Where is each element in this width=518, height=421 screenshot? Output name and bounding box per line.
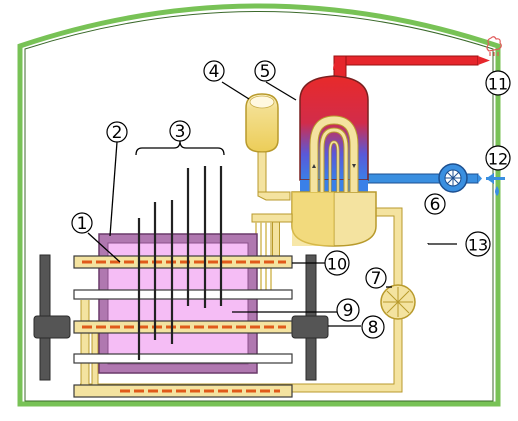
- svg-text:3: 3: [175, 122, 186, 142]
- label-5: 5: [254, 60, 276, 82]
- coolant-channels: [73, 255, 293, 398]
- absorber-rod-supports: [33, 254, 329, 381]
- svg-text:10: 10: [327, 255, 347, 274]
- control-rods: [137, 166, 223, 360]
- svg-text:8: 8: [368, 318, 379, 338]
- hot-steam-pipe: [342, 55, 479, 66]
- label-8: 8: [361, 315, 385, 339]
- label-10: 10: [324, 250, 350, 276]
- svg-text:12: 12: [488, 150, 508, 169]
- label-3: 3: [169, 120, 191, 142]
- feedwater-inlet-arrow: [478, 174, 482, 183]
- steam-icon: [486, 36, 502, 56]
- water-drop-icon: [495, 186, 499, 196]
- label-2: 2: [106, 121, 128, 143]
- svg-text:11: 11: [488, 75, 508, 94]
- svg-text:13: 13: [468, 236, 488, 255]
- svg-text:7: 7: [371, 269, 382, 289]
- label-13: 13: [465, 231, 491, 257]
- svg-text:5: 5: [260, 62, 271, 82]
- label-4: 4: [203, 60, 225, 82]
- label-9: 9: [336, 298, 360, 322]
- feedwater-pump: [438, 163, 468, 193]
- label-12: 12: [485, 145, 511, 171]
- pressurizer: [245, 93, 291, 201]
- steam-outlet-arrow: [478, 56, 490, 65]
- primary-coolant-pump: [380, 284, 416, 320]
- svg-text:1: 1: [77, 214, 88, 234]
- svg-text:4: 4: [209, 62, 220, 82]
- reactor-core: [98, 233, 258, 374]
- svg-text:9: 9: [343, 301, 354, 321]
- svg-text:6: 6: [430, 195, 441, 215]
- label-11: 11: [485, 70, 511, 96]
- label-6: 6: [424, 193, 446, 215]
- steam-generator: [291, 75, 377, 247]
- label-1: 1: [71, 212, 93, 234]
- svg-text:2: 2: [112, 123, 123, 143]
- label-7: 7: [365, 267, 387, 289]
